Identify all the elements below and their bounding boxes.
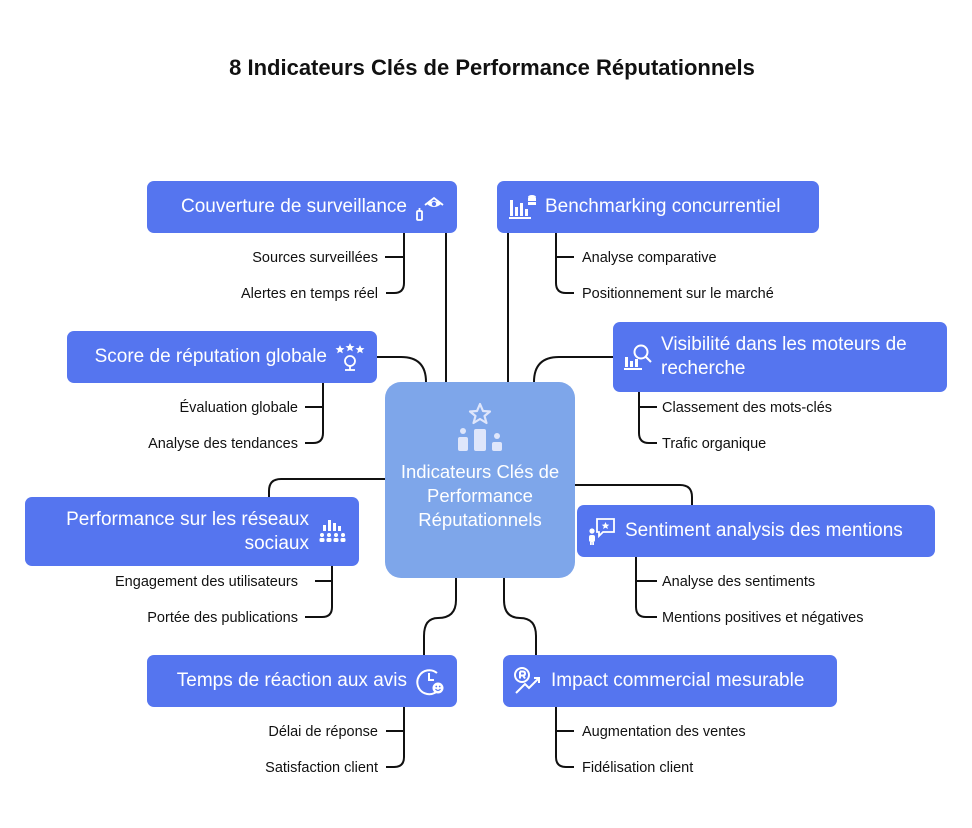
sub-item: Évaluation globale bbox=[179, 400, 298, 416]
kpi-node-label: Performance sur les réseaux sociaux bbox=[66, 508, 309, 554]
sub-item: Analyse des tendances bbox=[148, 436, 298, 452]
sub-item: Positionnement sur le marché bbox=[582, 286, 774, 302]
sub-item: Satisfaction client bbox=[265, 760, 378, 776]
kpi-node-label: Impact commercial mesurable bbox=[551, 670, 805, 691]
monitoring-eye-icon bbox=[416, 196, 444, 221]
sub-item: Mentions positives et négatives bbox=[662, 610, 864, 626]
sub-item: Délai de réponse bbox=[268, 724, 378, 740]
kpi-node-review-response: Temps de réaction aux avis bbox=[147, 655, 457, 707]
clock-smile-icon bbox=[416, 669, 444, 696]
sub-item: Analyse des sentiments bbox=[662, 574, 816, 590]
kpi-node-label: Sentiment analysis des mentions bbox=[625, 520, 903, 541]
kpi-node-search-visibility: Visibilité dans les moteurs de recherche bbox=[613, 322, 947, 392]
sub-item: Augmentation des ventes bbox=[582, 724, 746, 740]
sub-item: Sources surveillées bbox=[252, 250, 378, 266]
social-audience-icon bbox=[319, 519, 346, 542]
growth-coin-icon bbox=[514, 667, 540, 694]
kpi-node-benchmarking: Benchmarking concurrentiel bbox=[497, 181, 819, 233]
central-node-label: Indicateurs Clés de Performance Réputati… bbox=[400, 461, 560, 530]
kpi-node-coverage: Couverture de surveillance bbox=[147, 181, 457, 233]
kpi-node-label: Score de réputation globale bbox=[94, 346, 327, 367]
sub-item: Engagement des utilisateurs bbox=[115, 574, 298, 590]
sub-item: Fidélisation client bbox=[582, 760, 694, 776]
sentiment-speech-icon bbox=[589, 518, 615, 545]
kpi-node-label: Visibilité dans les moteurs de recherche bbox=[661, 334, 907, 379]
podium-star-icon bbox=[458, 402, 502, 451]
sub-item: Classement des mots-clés bbox=[662, 400, 833, 416]
sub-item: Analyse comparative bbox=[582, 250, 717, 266]
benchmark-chart-icon bbox=[509, 195, 536, 219]
search-chart-icon bbox=[624, 344, 652, 370]
sub-item: Trafic organique bbox=[662, 436, 767, 452]
sub-item: Alertes en temps réel bbox=[240, 286, 378, 302]
stars-rating-icon bbox=[335, 343, 365, 371]
kpi-node-label: Temps de réaction aux avis bbox=[176, 670, 407, 691]
kpi-node-label: Benchmarking concurrentiel bbox=[545, 196, 781, 217]
central-node: Indicateurs Clés de Performance Réputati… bbox=[385, 382, 575, 578]
kpi-node-label: Couverture de surveillance bbox=[180, 196, 407, 217]
kpi-node-reputation-score: Score de réputation globale bbox=[67, 331, 377, 383]
diagram-title: 8 Indicateurs Clés de Performance Réputa… bbox=[229, 55, 755, 80]
kpi-node-social-media: Performance sur les réseaux sociaux bbox=[25, 497, 359, 566]
sub-item: Portée des publications bbox=[147, 610, 298, 626]
kpi-node-sentiment: Sentiment analysis des mentions bbox=[577, 505, 935, 557]
kpi-node-commercial-impact: Impact commercial mesurable bbox=[503, 655, 837, 707]
